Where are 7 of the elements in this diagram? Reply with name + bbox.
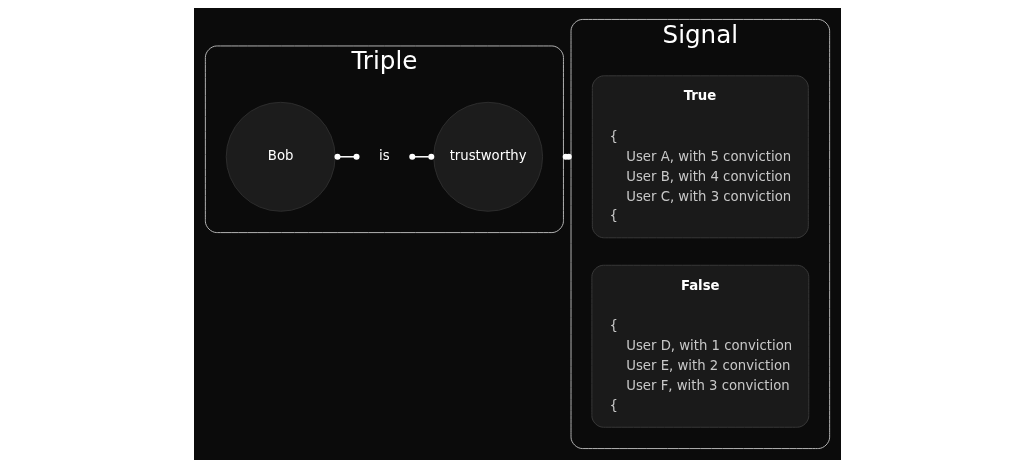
- node-box: False { User D, with 1 conviction User E, with 2 conviction User F, with 3 conviction {: [590, 264, 809, 428]
- node-text: is: [378, 148, 390, 164]
- node-circle: Bob: [225, 101, 336, 212]
- node-circle: trustworthy: [432, 101, 543, 212]
- node-box: True { User A, with 5 conviction User B, with 4 conviction User C, with 3 conviction {: [591, 75, 809, 239]
- connector: [333, 153, 360, 160]
- connector: [408, 153, 434, 160]
